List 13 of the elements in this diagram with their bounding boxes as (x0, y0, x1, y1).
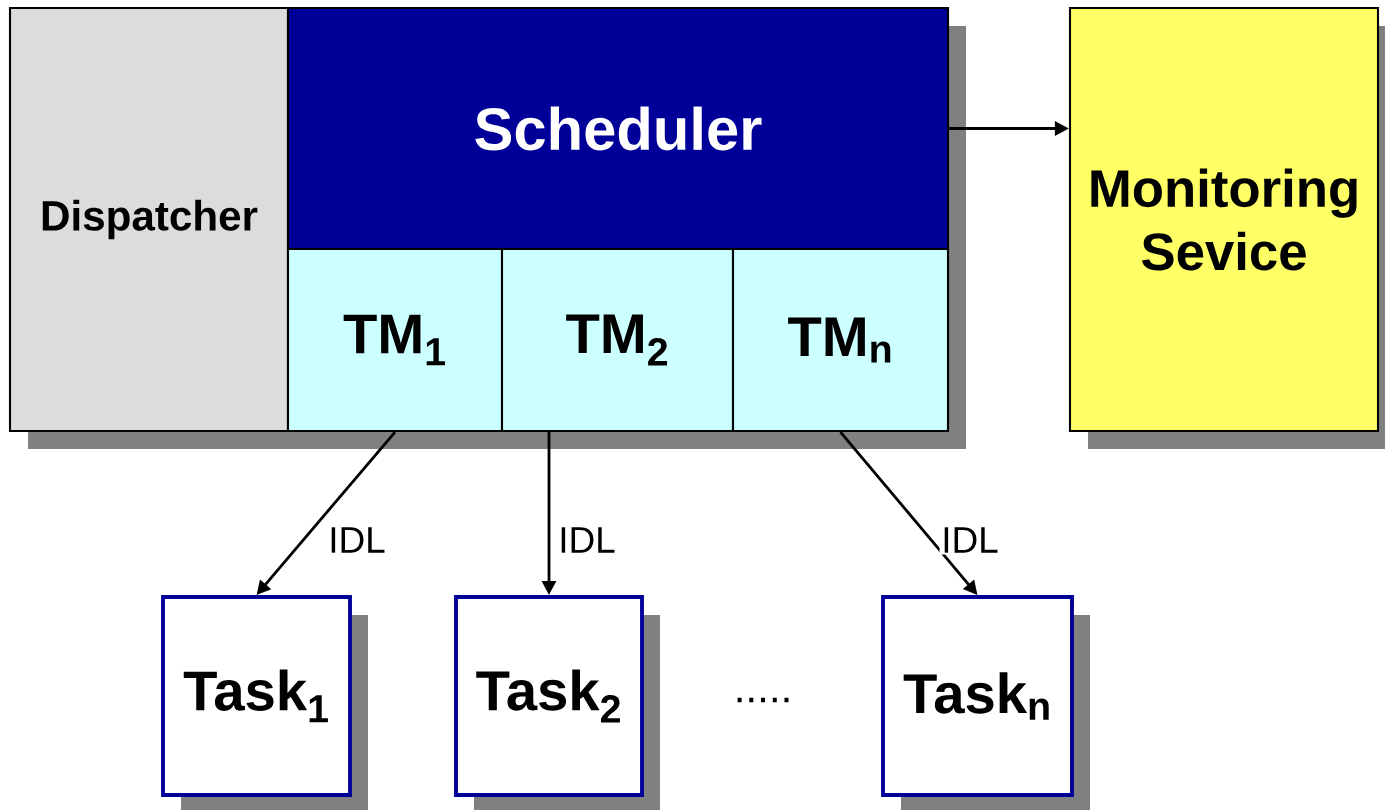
task-box: Task$_{2}$ (454, 595, 660, 810)
dispatcher-box: Dispatcher (8, 6, 290, 433)
task-box: Task$_{1}$ (161, 595, 368, 810)
edge-label: IDL (556, 525, 618, 555)
scheduler-box: Scheduler (286, 6, 950, 251)
task-box: Task$_{n}$ (881, 595, 1090, 810)
task-manager-box: TM$_{n}$ (731, 247, 950, 433)
ellipsis: ..... (737, 697, 789, 703)
task-manager-box: TM$_{2}$ (500, 247, 735, 433)
edge-label: IDL (326, 525, 388, 555)
edge-label: IDL (939, 525, 1001, 555)
monitoring-box: Monitoring Sevice (1068, 6, 1385, 449)
task-manager-box: TM$_{1}$ (286, 247, 504, 433)
